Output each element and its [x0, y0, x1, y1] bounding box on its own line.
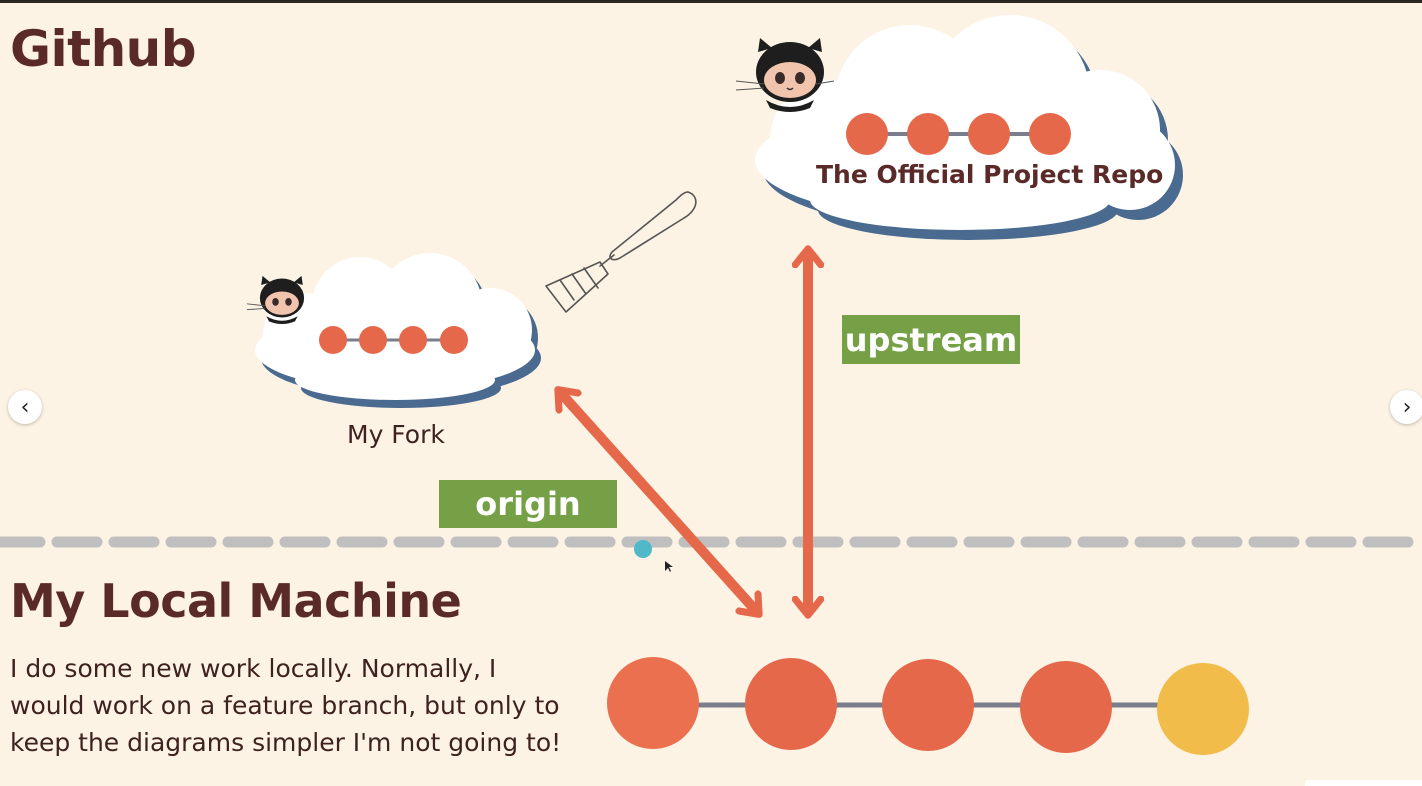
- official-repo-caption: The Official Project Repo: [816, 160, 1164, 189]
- commit-node: [846, 113, 888, 155]
- official-repo-cloud: [755, 15, 1183, 240]
- new-commit-node: [1157, 663, 1249, 755]
- octocat-icon: [246, 275, 305, 324]
- local-commit-chain: [607, 657, 1249, 755]
- slide-title: Github: [10, 20, 197, 78]
- mouse-cursor-icon: [665, 561, 673, 572]
- commit-node: [907, 113, 949, 155]
- fork-icon: [545, 191, 697, 313]
- next-slide-button[interactable]: ›: [1390, 390, 1422, 424]
- chevron-right-icon: ›: [1402, 394, 1412, 420]
- toolbar-fragment: [1305, 780, 1422, 786]
- top-bar: [0, 0, 1422, 3]
- prev-slide-button[interactable]: ‹: [8, 390, 42, 424]
- my-fork-caption: My Fork: [347, 420, 445, 449]
- commit-node: [399, 326, 427, 354]
- commit-node: [1029, 113, 1071, 155]
- my-fork-cloud: [255, 253, 541, 408]
- laser-pointer-dot: [634, 540, 652, 558]
- octocat-icon: [735, 38, 835, 112]
- commit-node: [882, 659, 974, 751]
- commit-node: [319, 326, 347, 354]
- chevron-left-icon: ‹: [20, 394, 30, 420]
- upstream-label: upstream: [842, 315, 1020, 364]
- commit-node: [607, 657, 699, 749]
- slide-description: I do some new work locally. Normally, I …: [10, 654, 562, 757]
- origin-label: origin: [439, 480, 617, 528]
- section-title: My Local Machine: [10, 574, 462, 628]
- origin-arrow: [560, 392, 757, 612]
- commit-node: [359, 326, 387, 354]
- commit-node: [968, 113, 1010, 155]
- commit-node: [745, 658, 837, 750]
- commit-node: [1020, 661, 1112, 753]
- commit-node: [440, 326, 468, 354]
